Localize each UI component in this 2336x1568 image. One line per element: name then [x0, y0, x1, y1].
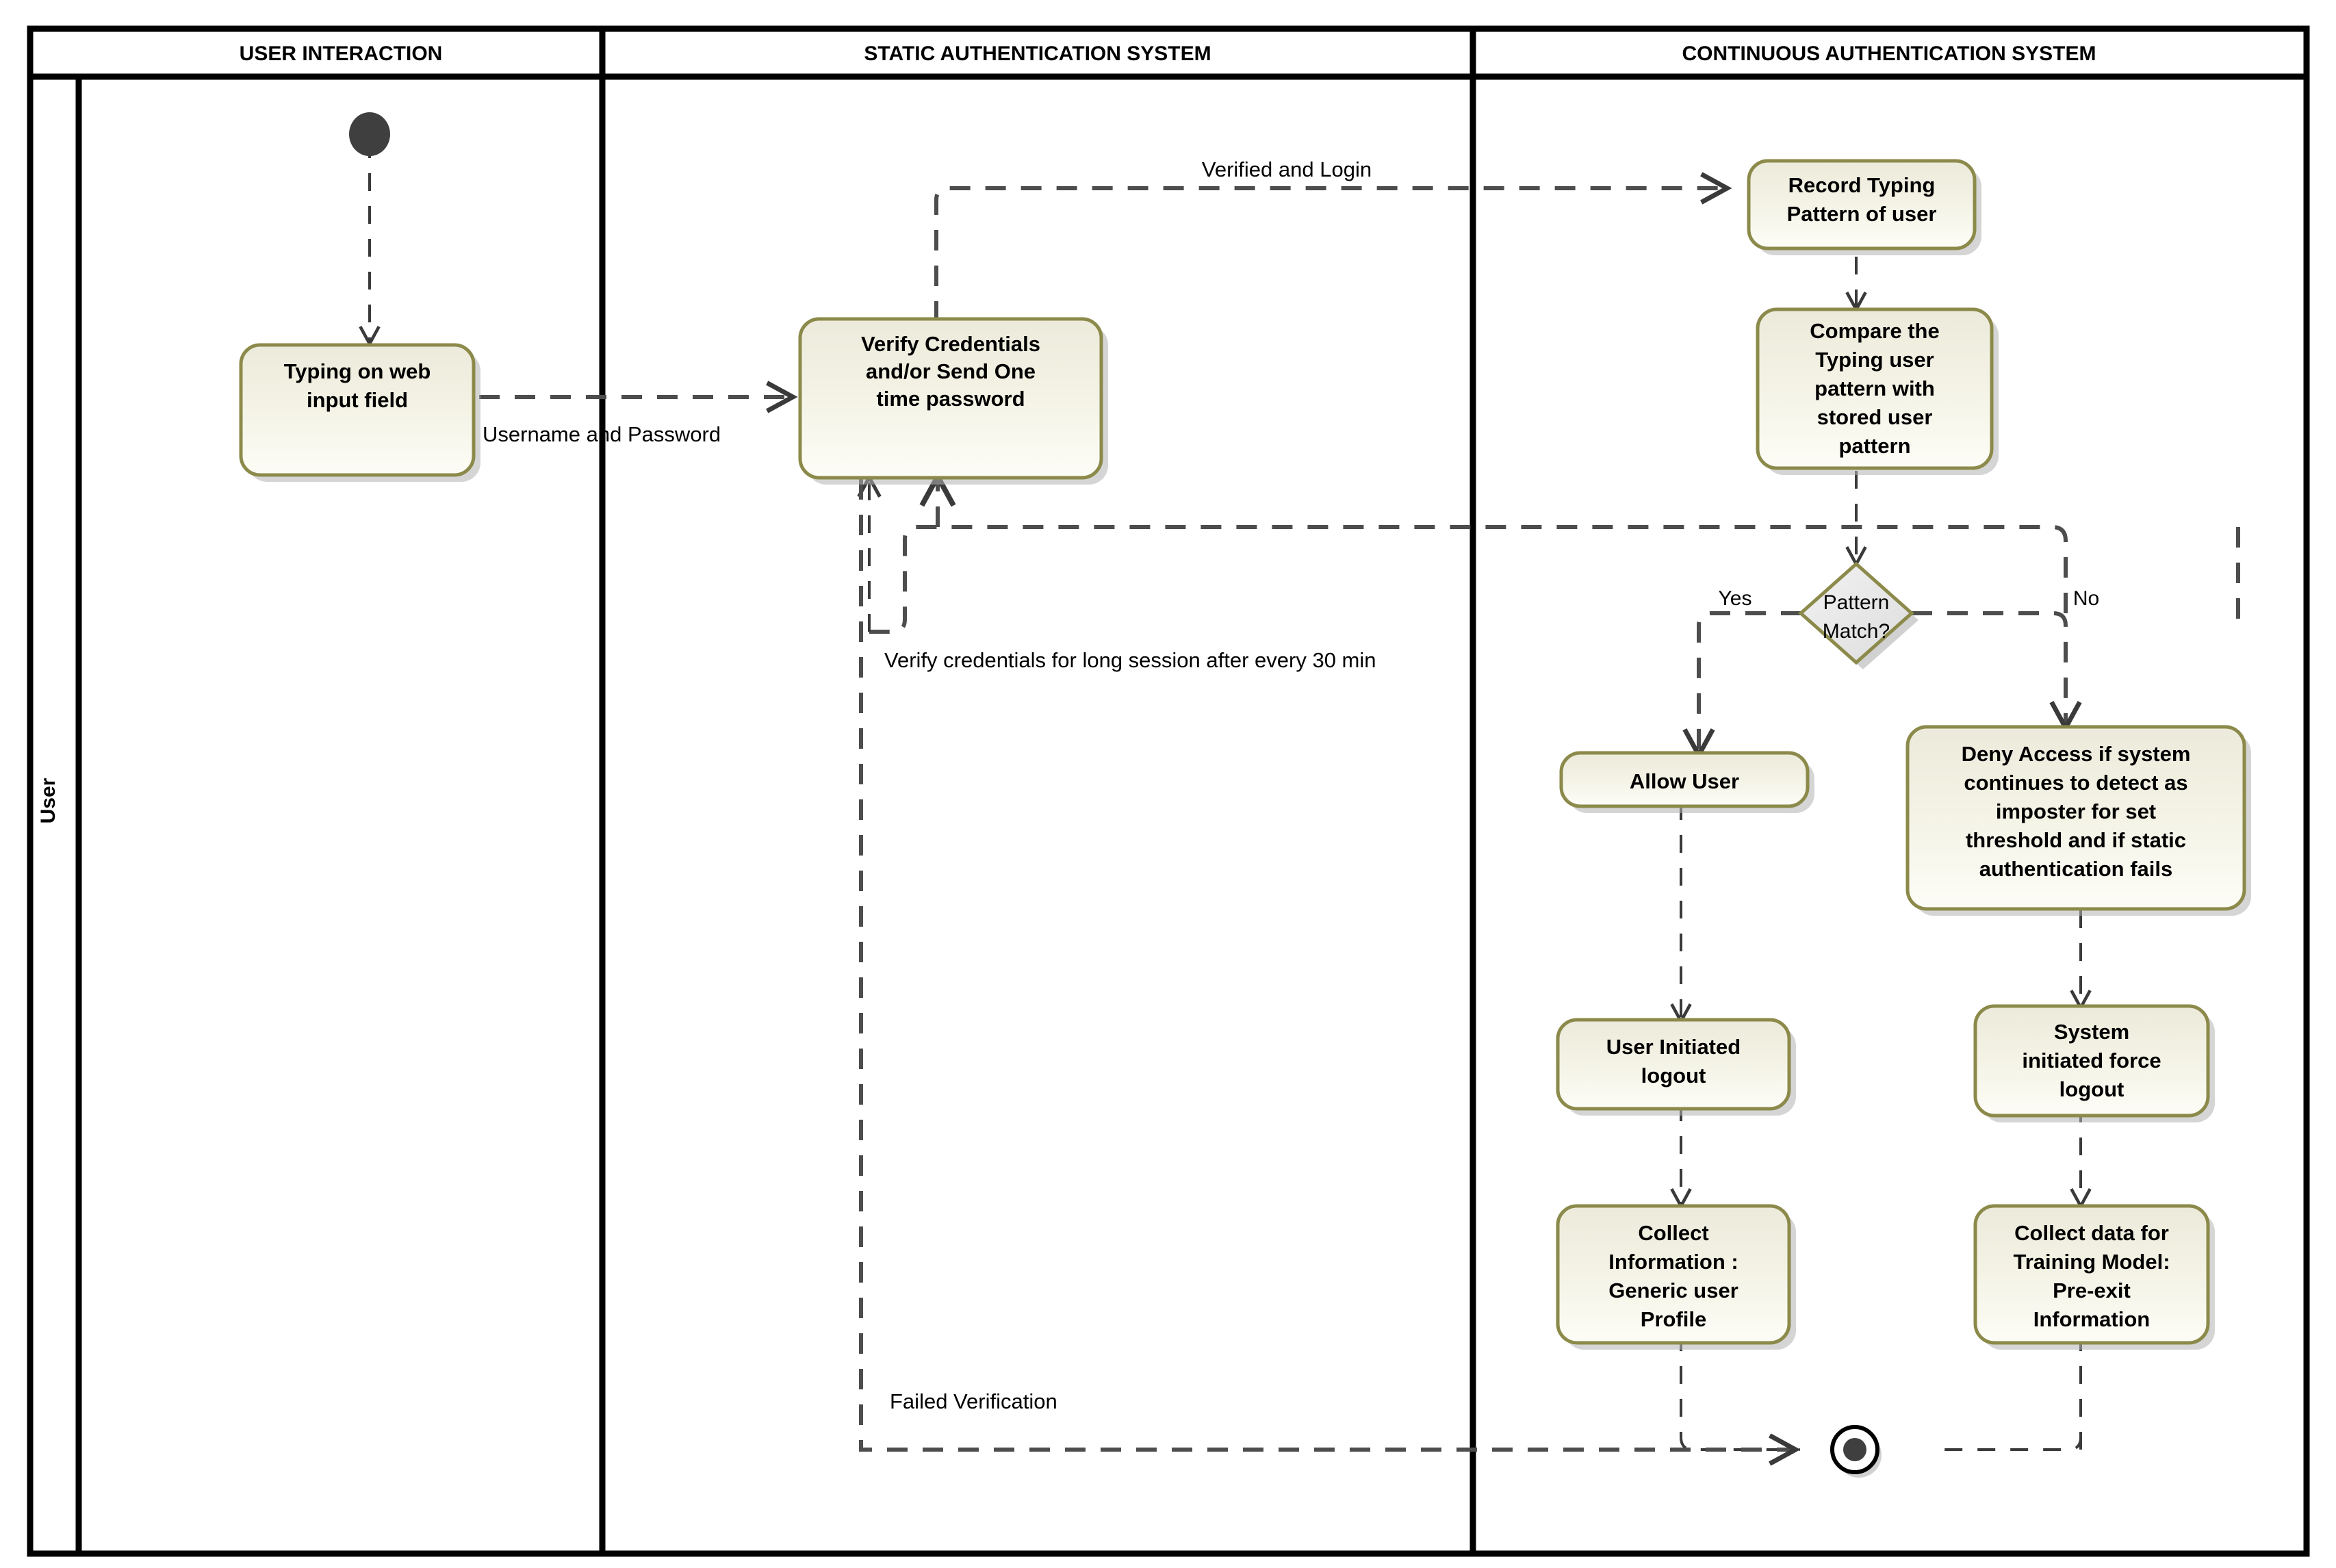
- node-label-line: Generic user: [1608, 1278, 1738, 1302]
- node-label-line: pattern: [1838, 434, 1910, 458]
- edge-label-username-password: Username and Password: [483, 422, 721, 446]
- node-record-typing-pattern[interactable]: Record Typing Pattern of user: [1747, 159, 1981, 255]
- node-verify-credentials[interactable]: Verify Credentials and/or Send One time …: [798, 317, 1108, 485]
- lane-title-user-interaction: USER INTERACTION: [240, 42, 443, 65]
- node-label-line: stored user: [1817, 405, 1933, 429]
- node-label-line: Typing on web: [284, 359, 431, 383]
- decision-label-line: Match?: [1823, 620, 1890, 643]
- node-label-line: Allow User: [1630, 769, 1739, 793]
- node-label-line: threshold and if static: [1966, 828, 2186, 852]
- node-label-line: Profile: [1641, 1307, 1706, 1331]
- edge-verified-login-line: [934, 188, 1725, 322]
- node-label-line: Pattern of user: [1787, 202, 1937, 226]
- lane-title-static-auth: STATIC AUTHENTICATION SYSTEM: [864, 42, 1211, 65]
- node-label-line: Collect data for: [2014, 1221, 2169, 1245]
- node-deny-access[interactable]: Deny Access if system continues to detec…: [1905, 725, 2251, 916]
- edge-label-verify-long-session: Verify credentials for long session afte…: [884, 648, 1376, 672]
- edge-label-failed-verification: Failed Verification: [890, 1389, 1057, 1413]
- node-system-force-logout[interactable]: System initiated force logout: [1973, 1004, 2215, 1122]
- swimlane-frame: [27, 25, 2310, 1557]
- node-label-line: Information: [2033, 1307, 2151, 1331]
- node-compare-pattern[interactable]: Compare the Typing user pattern with sto…: [1756, 307, 1999, 475]
- edge-failed-verification-line: [859, 479, 1793, 1450]
- node-label-line: Pre-exit: [2053, 1278, 2131, 1302]
- node-collect-generic-profile[interactable]: Collect Information : Generic user Profi…: [1556, 1204, 1796, 1350]
- node-typing-web-input[interactable]: Typing on web input field: [239, 343, 480, 482]
- node-user-initiated-logout[interactable]: User Initiated logout: [1556, 1018, 1796, 1116]
- node-allow-user[interactable]: Allow User: [1559, 751, 1814, 813]
- edge-decision-no-line: [1912, 611, 2066, 725]
- edge-label-no: No: [2073, 587, 2099, 610]
- node-label-line: Information :: [1608, 1250, 1738, 1274]
- actor-label-user: User: [37, 777, 60, 823]
- node-label-line: pattern with: [1814, 376, 1935, 400]
- node-label-line: logout: [2059, 1077, 2125, 1101]
- node-label-line: time password: [876, 387, 1025, 411]
- node-label-line: Typing user: [1815, 348, 1934, 372]
- node-label-line: Verify Credentials: [861, 332, 1040, 356]
- node-label-line: logout: [1641, 1064, 1706, 1088]
- node-label-line: Training Model:: [2013, 1250, 2170, 1274]
- initial-node: [349, 112, 390, 156]
- final-node: [1830, 1425, 1882, 1478]
- node-label-line: continues to detect as: [1964, 771, 2187, 795]
- node-label-line: Collect: [1638, 1221, 1708, 1245]
- node-label-line: System: [2054, 1020, 2129, 1044]
- node-label-line: Compare the: [1810, 319, 1939, 343]
- edge-training-to-final-line: [1944, 1333, 2082, 1451]
- node-label-line: User Initiated: [1606, 1035, 1741, 1059]
- edge-label-verified-and-login: Verified and Login: [1202, 157, 1372, 181]
- edge-decision-yes-line: [1699, 611, 1801, 753]
- node-label-line: and/or Send One: [866, 359, 1036, 383]
- lane-title-continuous-auth: CONTINUOUS AUTHENTICATION SYSTEM: [1682, 42, 2096, 65]
- decision-label-line: Pattern: [1823, 591, 1890, 614]
- edge-collect-to-final-line: [1680, 1333, 1800, 1451]
- node-collect-training-data[interactable]: Collect data for Training Model: Pre-exi…: [1973, 1204, 2215, 1350]
- node-label-line: imposter for set: [1996, 799, 2156, 823]
- edge-long-session-loop: [869, 525, 2068, 634]
- node-label-line: authentication fails: [1979, 857, 2172, 881]
- edge-label-yes: Yes: [1719, 587, 1752, 610]
- node-label-line: initiated force: [2022, 1049, 2161, 1072]
- node-pattern-match-decision[interactable]: Pattern Match?: [1798, 561, 1918, 669]
- flow-edges: [370, 140, 2240, 1458]
- node-label-line: input field: [307, 388, 408, 412]
- node-label-line: Deny Access if system: [1962, 742, 2191, 766]
- node-label-line: Record Typing: [1788, 173, 1936, 197]
